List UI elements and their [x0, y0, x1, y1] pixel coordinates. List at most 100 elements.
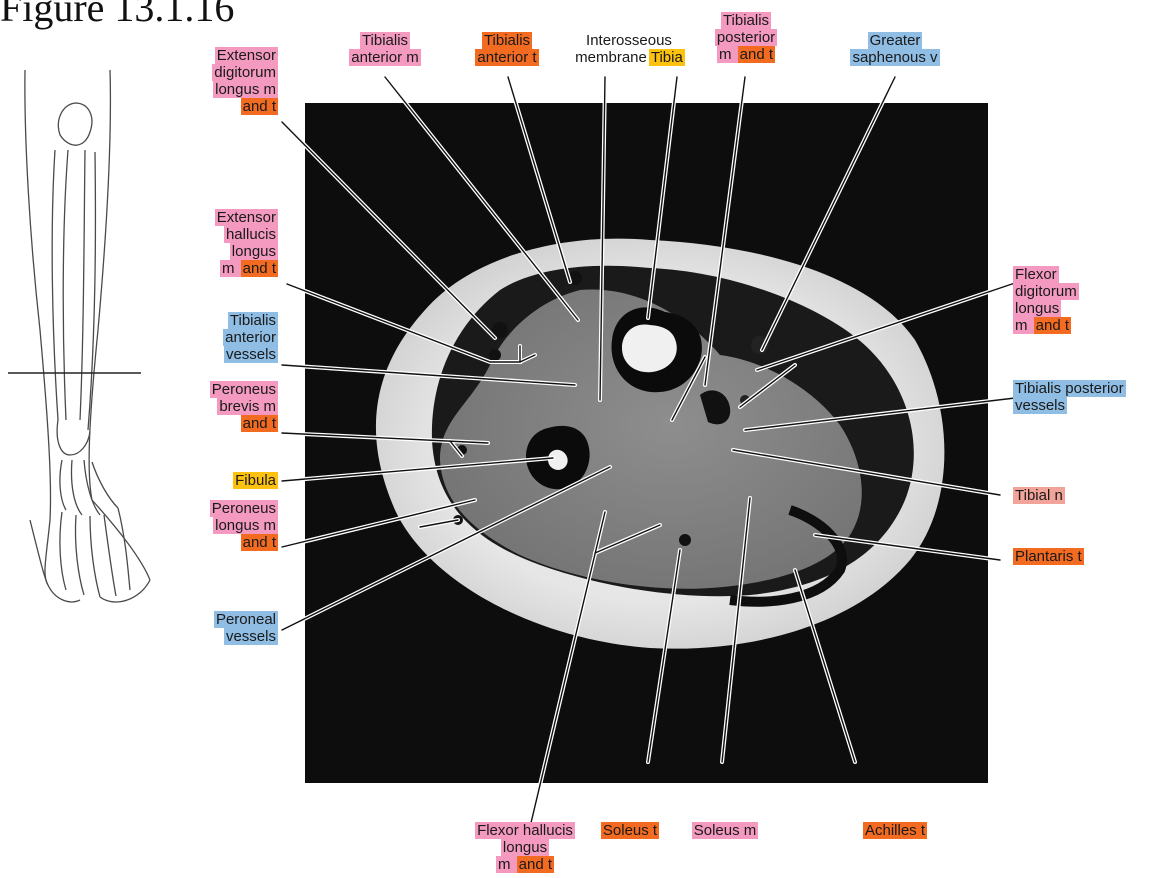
label-line: and t — [210, 534, 278, 551]
label-text: and t — [240, 534, 278, 551]
label-text: longus m — [213, 81, 278, 98]
label-line: longus — [440, 839, 610, 856]
label-achilles-t: Achilles t — [845, 822, 945, 839]
label-text: saphenous v — [850, 49, 940, 66]
label-text: brevis m — [217, 398, 278, 415]
mri-panel — [305, 103, 988, 783]
label-text: Soleus m — [691, 822, 759, 839]
label-line: Flexor — [1013, 266, 1079, 283]
label-text: Tibia — [648, 49, 685, 66]
label-line: Tibialis — [340, 32, 430, 49]
label-line: Peroneal — [213, 611, 278, 628]
label-text: and t — [240, 260, 278, 277]
label-text: membrane — [575, 49, 647, 66]
label-text: m — [716, 46, 738, 63]
label-line: m and t — [440, 856, 610, 873]
label-line: Peroneus — [209, 381, 278, 398]
label-line: anterior t — [462, 49, 552, 66]
label-text: longus — [500, 839, 550, 856]
label-text: Flexor hallucis — [475, 822, 575, 839]
label-line: m and t — [215, 260, 278, 277]
label-text: digitorum — [212, 64, 278, 81]
label-text: Tibialis — [359, 32, 411, 49]
label-line: and t — [210, 415, 278, 432]
label-line: longus — [1013, 300, 1079, 317]
label-text: Achilles t — [862, 822, 928, 839]
label-text: Interosseous — [586, 32, 672, 49]
label-text: Peroneal — [213, 611, 278, 628]
label-line: Tibialis posterior — [1013, 380, 1126, 397]
label-text: and t — [1033, 317, 1072, 334]
label-fibula: Fibula — [233, 472, 278, 489]
label-plantaris-t: Plantaris t — [1013, 548, 1084, 565]
label-text: m — [1013, 317, 1034, 334]
label-line: Extensor — [214, 209, 278, 226]
label-line: posterior — [700, 29, 792, 46]
label-line: m and t — [1013, 317, 1079, 334]
label-text: Extensor — [214, 209, 278, 226]
label-line: vessels — [223, 346, 278, 363]
label-line: longus — [215, 243, 278, 260]
label-line: hallucis — [215, 226, 278, 243]
label-line: longus m — [212, 81, 278, 98]
label-text: Tibialis — [481, 32, 533, 49]
label-text: longus m — [213, 517, 278, 534]
label-text: longus — [1013, 300, 1062, 317]
label-text: and t — [516, 856, 555, 873]
leg-sketch — [24, 69, 151, 603]
label-text: Soleus t — [600, 822, 660, 839]
label-tibial-n: Tibial n — [1013, 487, 1065, 504]
label-line: Fibula — [233, 472, 278, 489]
label-soleus-t: Soleus t — [590, 822, 670, 839]
label-line: Extensor — [212, 47, 278, 64]
label-line: anterior — [223, 329, 278, 346]
label-line: Peroneus — [209, 500, 278, 517]
label-text: Extensor — [214, 47, 278, 64]
label-text: Tibialis — [720, 12, 772, 29]
label-text: Plantaris t — [1013, 548, 1084, 565]
label-line: Achilles t — [845, 822, 945, 839]
label-text: Tibialis posterior — [1013, 380, 1126, 397]
label-text: anterior m — [349, 49, 421, 66]
label-line: Flexor hallucis — [440, 822, 610, 839]
label-text: m — [495, 856, 517, 873]
label-line: longus m — [210, 517, 278, 534]
label-text: Greater — [867, 32, 923, 49]
label-line: Soleus m — [675, 822, 775, 839]
label-text: vessels — [1013, 397, 1068, 414]
label-line: digitorum — [1013, 283, 1079, 300]
label-text: Fibula — [233, 472, 278, 489]
label-soleus-m: Soleus m — [675, 822, 775, 839]
label-text: digitorum — [1013, 283, 1079, 300]
label-text: Flexor — [1013, 266, 1059, 283]
label-text: anterior — [223, 329, 278, 346]
label-text: Tibial n — [1013, 487, 1065, 504]
label-line: m and t — [700, 46, 792, 63]
label-text: anterior t — [475, 49, 539, 66]
label-line: Tibialis — [462, 32, 552, 49]
label-line: digitorum — [212, 64, 278, 81]
label-line: Tibialis — [700, 12, 792, 29]
label-text: longus — [229, 243, 278, 260]
label-line: Tibialis — [223, 312, 278, 329]
label-line: anterior m — [340, 49, 430, 66]
label-line: brevis m — [210, 398, 278, 415]
label-text: hallucis — [223, 226, 278, 243]
leader-lines-core — [281, 76, 1016, 849]
